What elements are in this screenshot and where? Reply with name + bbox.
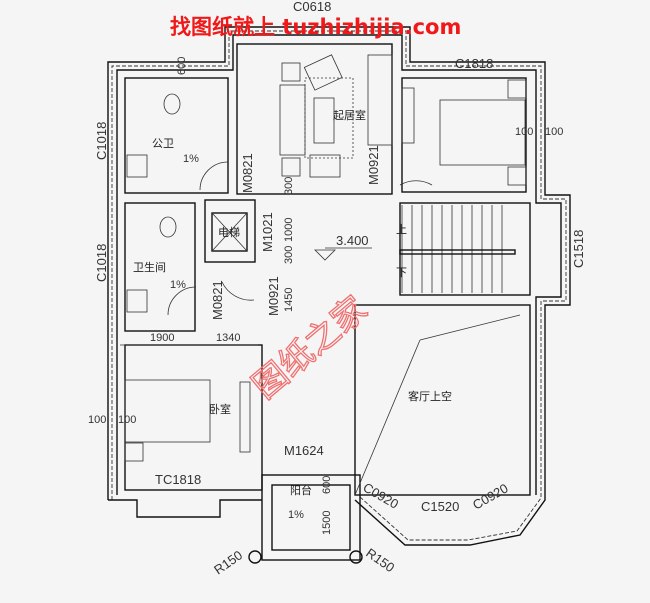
elevator-shaft [211,212,248,252]
dim-radius-left: R150 [211,547,245,577]
room-bathroom: 卫生间 [133,260,166,274]
toilets [126,93,181,313]
stair-up-label: 上 [396,223,407,236]
interior-walls [124,43,531,564]
dim-right-100b: 100 [545,126,563,138]
dim-1450: 1450 [283,288,295,312]
room-family: 起居室 [333,108,366,122]
door-family: M0921 [366,145,381,185]
dim-300b: 300 [283,246,295,264]
dim-1900: 1900 [150,332,174,344]
door-bathroom: M0821 [210,280,225,320]
room-living-void: 客厅上空 [408,389,452,403]
room-public-toilet: 公卫 [152,137,174,150]
room-elevator: 电梯 [218,226,240,239]
room-balcony: 阳台 [290,483,312,497]
watermark-top: 找图纸就上 tuzhizhijia.com [170,15,461,39]
door-toilet: M0821 [240,153,255,193]
door-balcony: M1624 [284,443,324,458]
window-bay-right: C0920 [470,480,511,512]
elevation-marker: 3.400 [336,233,369,248]
dim-1340: 1340 [216,332,240,344]
exterior-walls [107,26,571,546]
dim-1000: 1000 [283,218,295,242]
bed-master [439,79,527,186]
dim-300a: 300 [283,177,295,195]
staircase[interactable] [399,205,516,293]
door-bedroom: M0921 [266,276,281,316]
window-bedroom: TC1818 [155,472,201,487]
dim-top-offset: 600 [176,57,188,75]
stair-down-label: 下 [396,266,407,279]
window-top: C0618 [293,0,331,14]
window-top-right: C1818 [455,56,493,71]
dim-radius-right: R150 [363,545,397,575]
slope-bathroom: 1% [170,279,186,291]
dim-left-100b: 100 [118,414,136,426]
bed-bedroom [124,379,251,462]
dim-balcony-1500: 1500 [321,511,333,535]
window-left-upper: C1018 [94,122,109,160]
room-bedroom: 卧室 [209,402,231,416]
slope-balcony: 1% [288,509,304,521]
window-right: C1518 [571,230,586,268]
dim-left-100a: 100 [88,414,106,426]
slope-toilet: 1% [183,153,199,165]
window-bay-center: C1520 [421,499,459,514]
window-bay-left: C0920 [361,480,402,512]
door-elevator: M1021 [260,212,275,252]
dim-right-100a: 100 [515,126,533,138]
dim-balcony-600: 600 [321,476,333,494]
window-left-lower: C1018 [94,244,109,282]
sofa-set [279,54,415,178]
door-swings [167,161,433,316]
